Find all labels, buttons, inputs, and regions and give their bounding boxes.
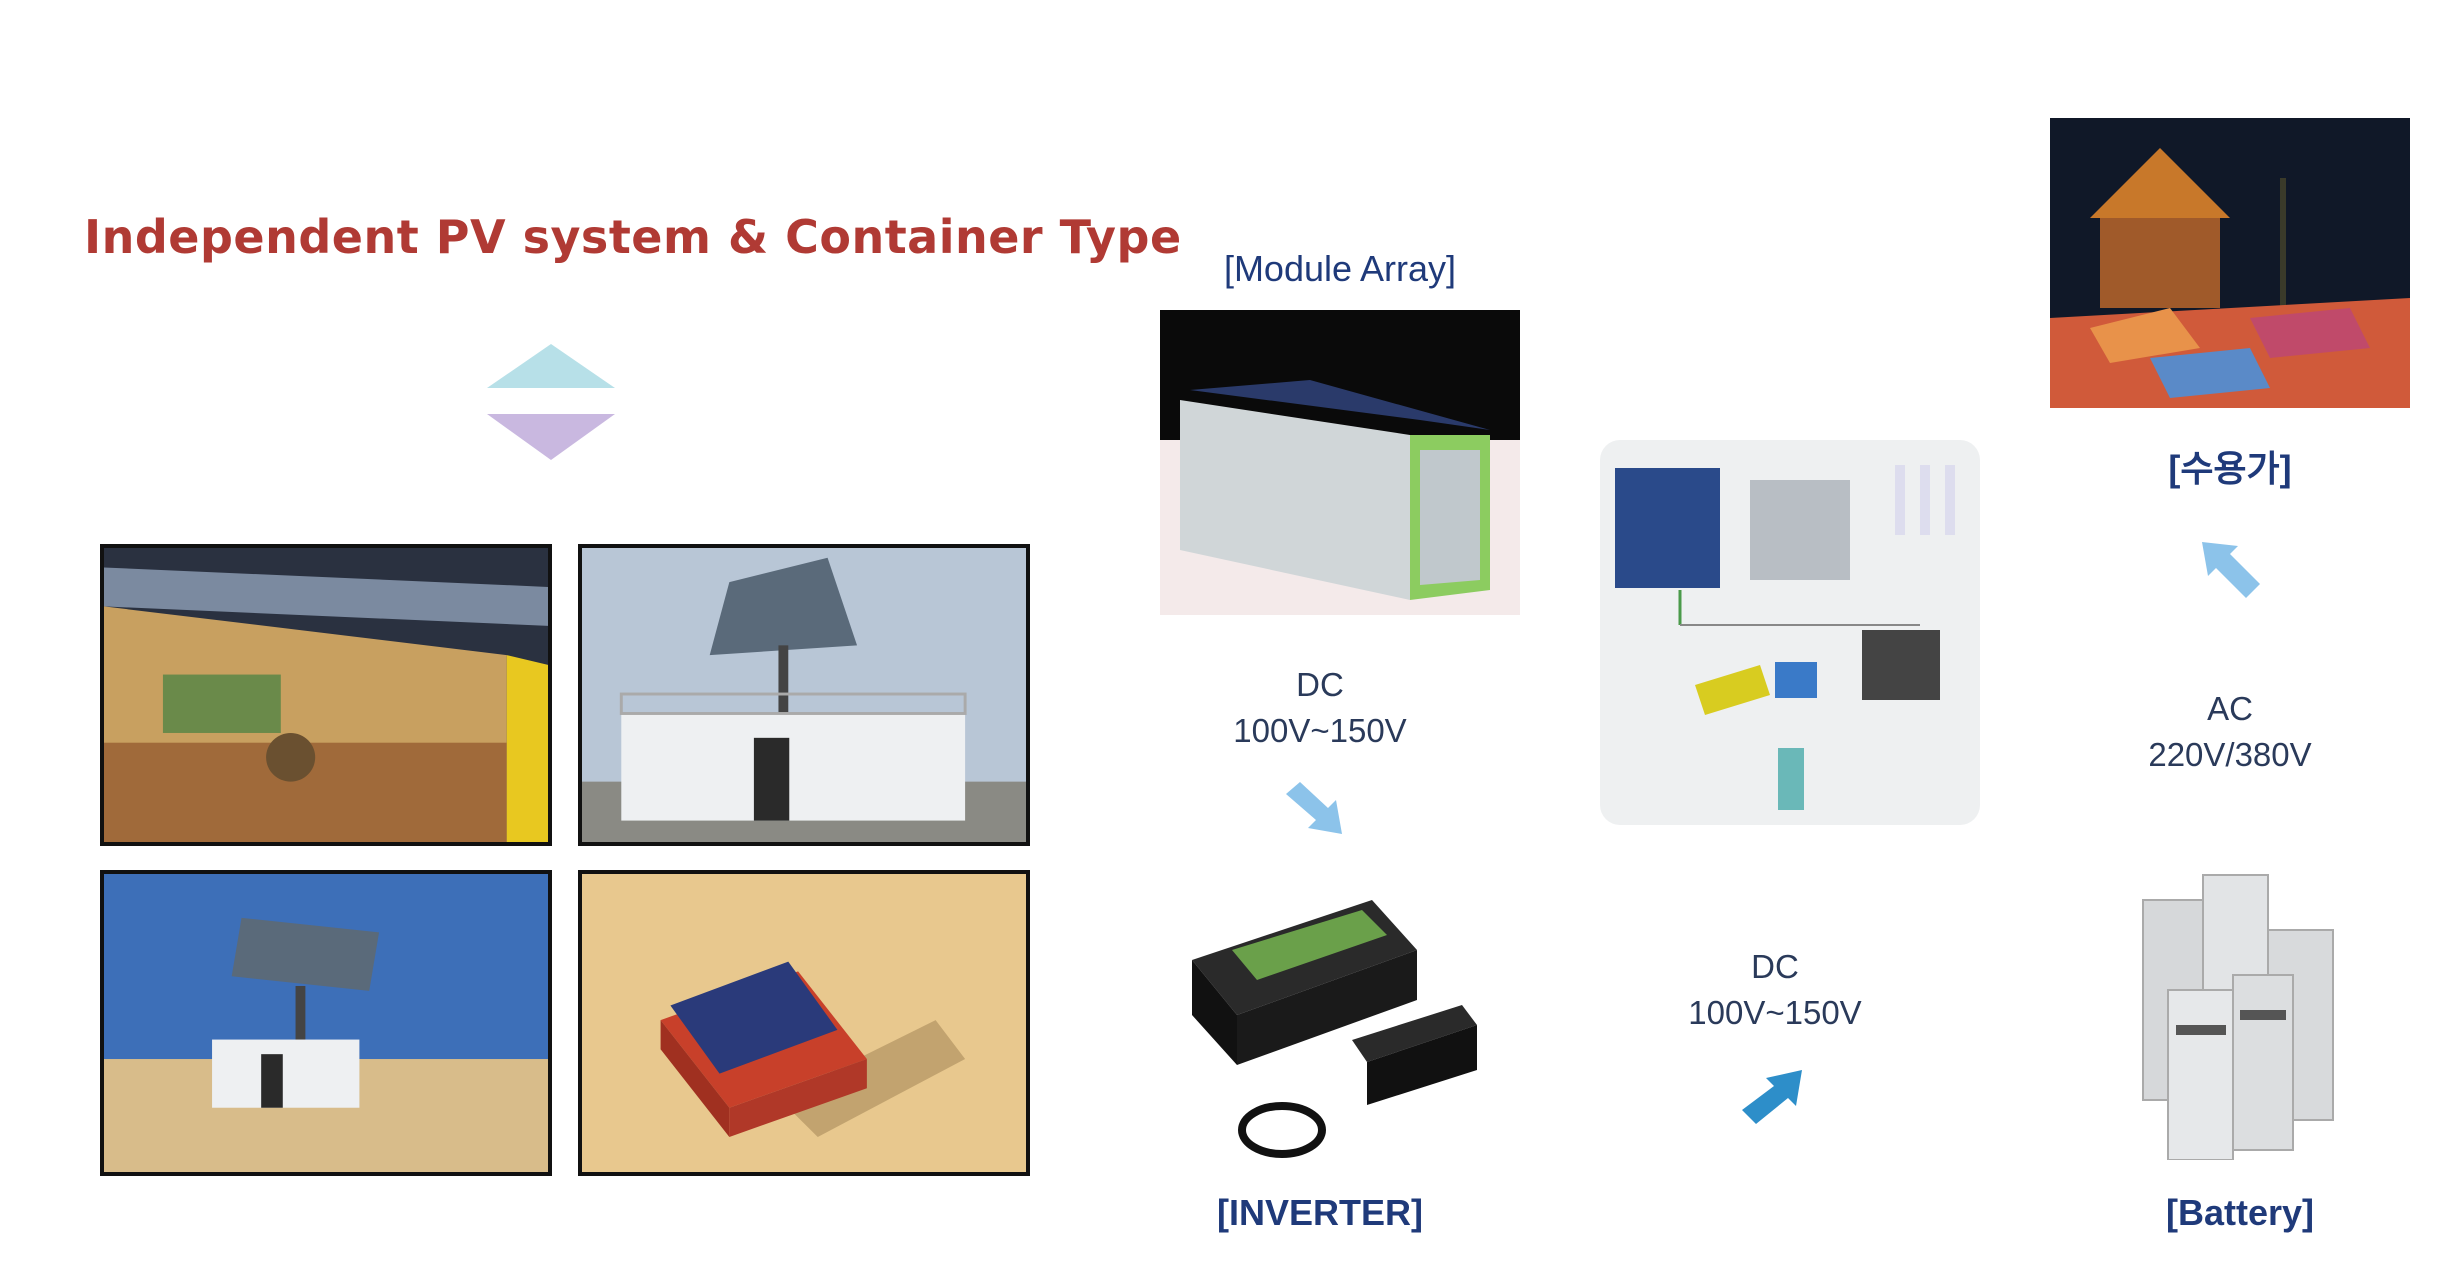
ac-voltage-type: AC <box>2207 690 2253 727</box>
arrow-up-left-icon <box>2200 540 2262 600</box>
dc-module-voltage: DC 100V~150V <box>1200 662 1440 754</box>
ac-voltage: AC 220V/380V <box>2110 686 2350 778</box>
battery-illustration <box>2128 860 2364 1160</box>
inverter-illustration <box>1172 890 1482 1170</box>
container-photo-tracker-white <box>578 544 1030 846</box>
dc-module-voltage-type: DC <box>1296 666 1344 703</box>
dc-controller-voltage-range: 100V~150V <box>1688 994 1862 1031</box>
dc-controller-voltage: DC 100V~150V <box>1655 944 1895 1036</box>
inverter-label: [INVERTER] <box>1217 1192 1423 1233</box>
up-down-chevron-icon <box>487 344 615 460</box>
arrow-up-right-icon <box>1740 1068 1804 1126</box>
arrow-down-right-icon <box>1284 780 1344 836</box>
consumer-night-market-photo <box>2050 118 2410 408</box>
container-photo-red-render <box>578 870 1030 1176</box>
charge-controller-diagram <box>1600 440 1980 825</box>
dc-module-voltage-range: 100V~150V <box>1233 712 1407 749</box>
battery-label: [Battery] <box>2165 1192 2315 1233</box>
container-photo-desert-mural <box>100 544 552 846</box>
module-array-container-illustration <box>1160 310 1520 615</box>
page-title: Independent PV system & Container Type <box>84 210 1182 264</box>
module-array-label: [Module Array] <box>1223 248 1457 289</box>
container-photo-tracker-desert <box>100 870 552 1176</box>
consumer-label: [수용가] <box>2168 448 2292 489</box>
dc-controller-voltage-type: DC <box>1751 948 1799 985</box>
ac-voltage-range: 220V/380V <box>2148 736 2312 773</box>
